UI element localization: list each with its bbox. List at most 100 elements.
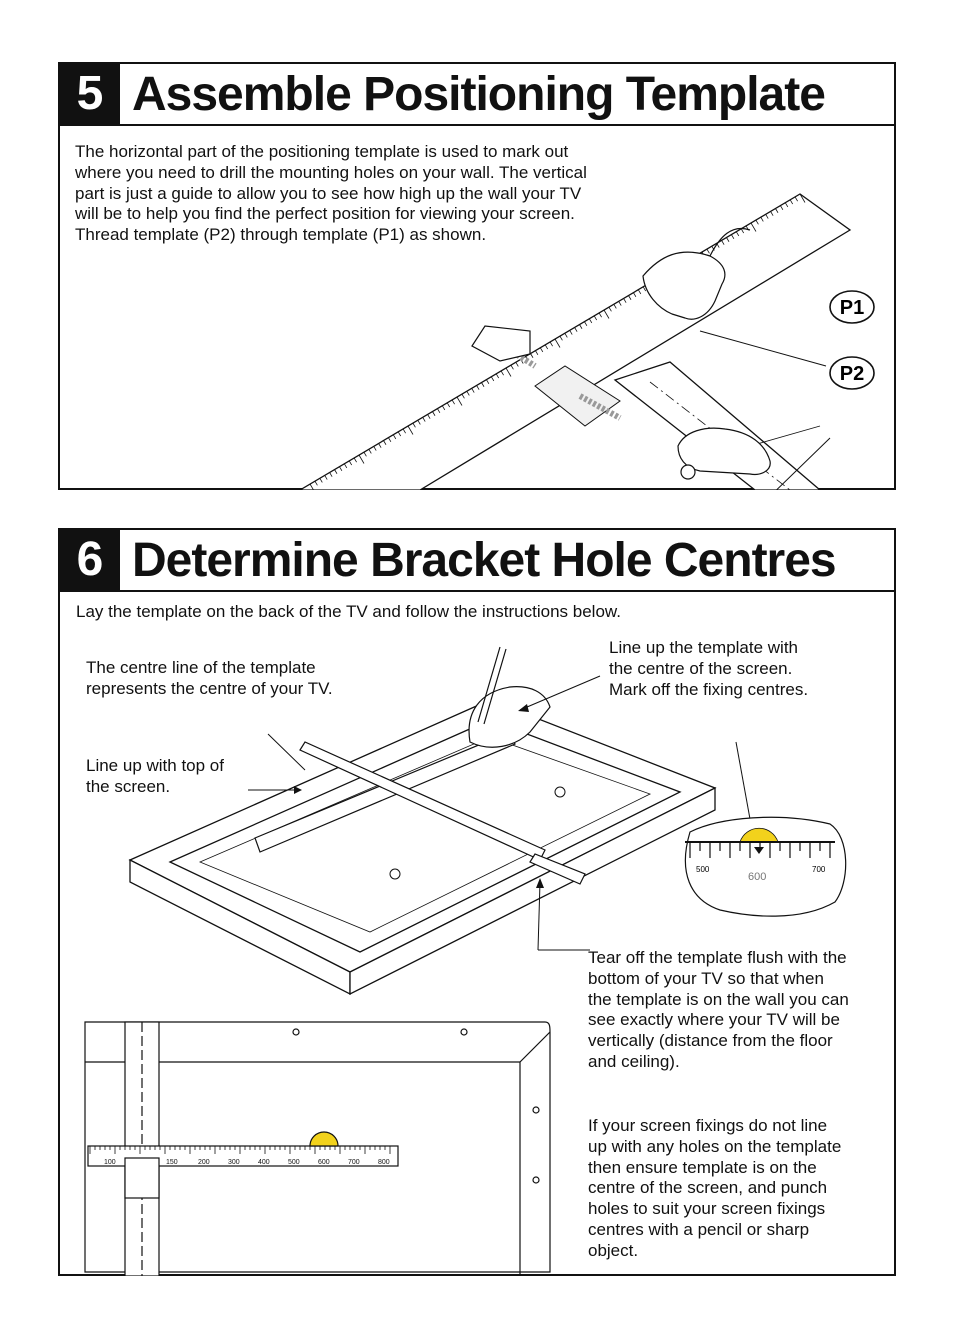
ruler-tick [554,338,561,348]
pencil-hand-icon [468,646,551,748]
ruler-tick [574,327,578,332]
template-on-tv [254,731,586,885]
step-6-number: 6 [60,530,120,590]
ruler-tick [314,480,318,486]
ruler-tick [358,454,365,464]
ruler-tick [544,344,549,350]
ruler-tick [784,202,789,208]
svg-text:600: 600 [748,871,766,883]
ruler-tick [775,208,779,213]
ruler-tick [388,437,392,443]
bottom-closeup [84,1021,551,1276]
ruler-tick [799,193,806,203]
ruler-tick [608,306,612,312]
ruler-tick [579,324,583,329]
ruler-tick [334,469,338,474]
callout-line-up-top: Line up with top of the screen. [86,756,224,796]
ruler-tick [422,417,426,422]
ruler-tick [535,350,539,356]
bottom-tick-labels: 100 150 200 300 400 500 600 700 800 [104,1159,390,1166]
ruler-tick [789,199,794,205]
step-5-title: Assemble Positioning Template [132,68,826,121]
ruler-tick [780,205,784,211]
ruler-tick [765,214,769,219]
step-5-instructions: The horizontal part of the positioning t… [75,142,587,245]
step-5-header: 5 Assemble Positioning Template [60,64,894,126]
ruler-tick [559,335,563,341]
svg-text:400: 400 [258,1159,270,1166]
ruler-tick [750,222,757,232]
ruler-tick [461,393,465,399]
ruler-tick [368,448,372,454]
tv-back-panel [128,699,717,996]
step-5-illustration [298,193,852,490]
svg-text:P2: P2 [840,363,864,385]
ruler-tick [476,385,480,390]
ruler-tick [510,364,514,370]
ruler-tick [353,457,357,463]
ruler-tick [324,475,328,480]
ruler-tick [412,422,416,428]
ruler-tick [603,309,610,319]
step-6-section: 6 Determine Bracket Hole Centres Lay the… [58,528,896,1276]
ruler-tick [569,330,573,335]
ruler-tick [466,390,470,396]
ruler-tick [628,295,632,300]
ruler-tick [735,231,740,237]
ruler-tick [642,286,647,292]
callout-centre-line: The centre line of the template represen… [86,658,333,698]
ruler-tick [613,303,617,309]
ruler-tick [530,353,534,358]
step-5-number: 5 [60,64,120,124]
p2-end-flap [471,325,531,362]
ruler-tick [378,443,382,448]
ruler-tick [432,411,436,416]
svg-text:500: 500 [696,865,710,874]
svg-text:100: 100 [104,1159,116,1166]
ruler-tick [755,219,759,225]
ruler-tick [794,196,798,202]
ruler-tick [427,414,431,419]
step-5-section: 5 Assemble Positioning Template The hori… [58,62,896,490]
callout-no-line-up: If your screen fixings do not line up wi… [588,1116,842,1260]
svg-text:700: 700 [812,865,826,874]
ruler-tick [539,347,544,353]
ruler-tick [726,237,730,242]
hand-top-icon [642,251,726,320]
ruler-tick [446,402,451,408]
ruler-tick [383,440,387,445]
ruler-tick [402,428,406,434]
ruler-tick [451,399,455,405]
ruler-tick [740,228,745,234]
ruler-tick [706,248,710,254]
callout-line-up-centre: Line up the template with the centre of … [609,638,809,699]
step-6-header: 6 Determine Bracket Hole Centres [60,530,894,592]
ruler-tick [407,425,414,435]
ruler-tick [309,483,314,490]
ruler-tick [319,477,323,483]
ruler-tick [441,405,446,411]
ruler-tick [373,446,377,451]
ruler-tick [471,388,475,393]
ruler-tick [598,312,602,318]
step-6-intro: Lay the template on the back of the TV a… [76,602,621,621]
ruler-tick [637,289,642,295]
ruler-tick [486,379,490,385]
ruler-tick [760,216,764,222]
callout-tear-off: Tear off the template flush with the bot… [588,948,849,1071]
ruler-tick [618,301,622,306]
svg-text:800: 800 [378,1159,390,1166]
svg-text:150: 150 [166,1159,178,1166]
ruler-tick [588,318,593,324]
ruler-tick [633,292,637,298]
ruler-tick [348,460,353,466]
ruler-tick [564,332,568,338]
ruler-tick [329,472,333,477]
zoom-inset: 500 600 700 [684,816,847,917]
p1-badge: P1 [829,290,875,324]
ruler-tick [549,341,553,347]
ruler-tick [731,234,735,240]
p2-badge: P2 [829,356,875,390]
ruler-tick [363,451,367,457]
ruler-tick [339,466,343,472]
